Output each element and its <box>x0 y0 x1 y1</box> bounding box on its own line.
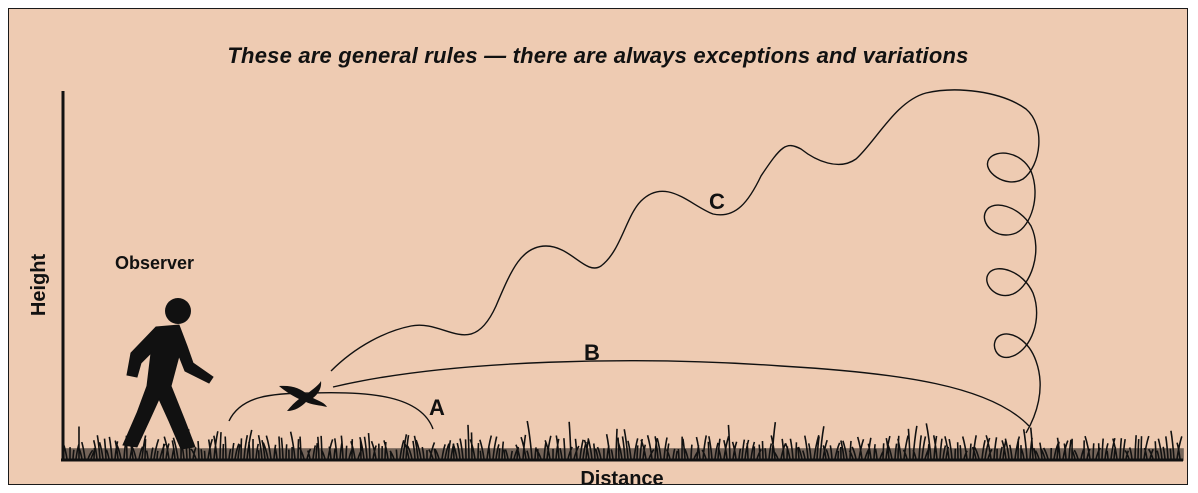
bird-figure <box>279 381 327 411</box>
flight-path-diagram: Observer Height Distance A B C <box>28 89 1184 485</box>
observer-figure <box>122 298 214 450</box>
path-a-label: A <box>429 395 445 420</box>
y-axis-label: Height <box>28 254 50 317</box>
flight-path-c <box>330 89 1041 434</box>
x-axis-label: Distance <box>580 468 663 485</box>
diagram-title: These are general rules — there are alwa… <box>227 43 969 68</box>
flight-path-a <box>228 391 434 430</box>
path-b-label: B <box>584 340 600 365</box>
grass <box>62 420 1184 461</box>
flight-path-b <box>332 360 1030 427</box>
path-c-label: C <box>709 189 725 214</box>
observer-label: Observer <box>115 253 194 273</box>
diagram-frame: These are general rules — there are alwa… <box>8 8 1188 485</box>
grass-base <box>62 448 1184 461</box>
